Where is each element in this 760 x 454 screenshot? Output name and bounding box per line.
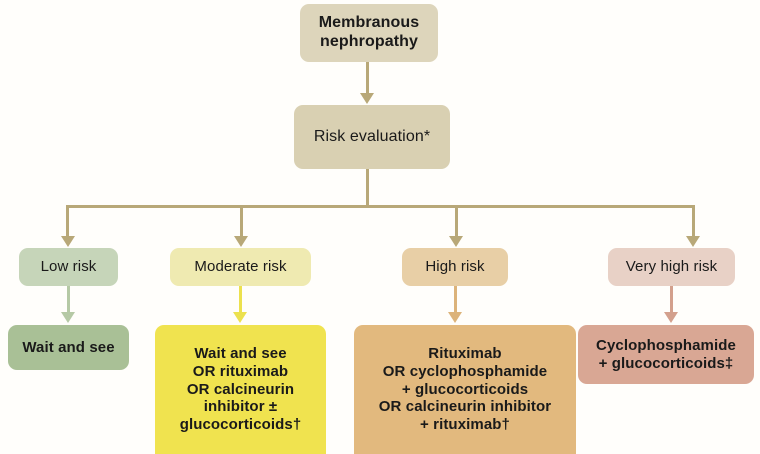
arrowhead-branch-moderate-risk [234, 236, 248, 247]
arrowhead-very-high-risk-to-treatment [664, 312, 678, 323]
node-treatment-moderate-risk[interactable]: Wait and see OR rituximab OR calcineurin… [155, 325, 326, 454]
connector-distribution-bar [66, 205, 695, 208]
node-moderate-risk[interactable]: Moderate risk [170, 248, 311, 286]
connector-moderate-risk-to-treatment [239, 286, 242, 314]
node-risk-evaluation[interactable]: Risk evaluation* [294, 105, 450, 169]
connector-root-to-risk-evaluation [366, 62, 369, 95]
node-risk-evaluation-label: Risk evaluation* [313, 127, 431, 145]
node-low-risk-label: Low risk [40, 258, 97, 276]
node-membranous-nephropathy[interactable]: Membranous nephropathy [300, 4, 438, 62]
node-treatment-high-risk[interactable]: Rituximab OR cyclophosphamide + glucocor… [354, 325, 576, 454]
node-treatment-high-risk-label: Rituximab OR cyclophosphamide + glucocor… [378, 345, 552, 434]
node-treatment-low-risk[interactable]: Wait and see [8, 325, 129, 370]
arrowhead-branch-low-risk [61, 236, 75, 247]
connector-branch-low-risk [66, 205, 69, 238]
arrowhead-low-risk-to-treatment [61, 312, 75, 323]
connector-very-high-risk-to-treatment [670, 286, 673, 314]
node-treatment-moderate-risk-label: Wait and see OR rituximab OR calcineurin… [179, 345, 302, 434]
node-treatment-low-risk-label: Wait and see [22, 338, 115, 356]
node-moderate-risk-label: Moderate risk [194, 258, 287, 276]
arrowhead-high-risk-to-treatment [448, 312, 462, 323]
connector-branch-moderate-risk [240, 205, 243, 238]
node-very-high-risk[interactable]: Very high risk [608, 248, 735, 286]
arrowhead-root-to-risk-evaluation [360, 93, 374, 104]
node-membranous-nephropathy-label: Membranous nephropathy [318, 14, 420, 50]
node-treatment-very-high-risk[interactable]: Cyclophosphamide + glucocorticoids‡ [578, 325, 754, 384]
connector-branch-very-high-risk [692, 205, 695, 238]
node-very-high-risk-label: Very high risk [625, 258, 718, 276]
connector-high-risk-to-treatment [454, 286, 457, 314]
connector-low-risk-to-treatment [67, 286, 70, 314]
arrowhead-branch-high-risk [449, 236, 463, 247]
node-low-risk[interactable]: Low risk [19, 248, 118, 286]
node-high-risk[interactable]: High risk [402, 248, 508, 286]
node-treatment-very-high-risk-label: Cyclophosphamide + glucocorticoids‡ [596, 336, 736, 372]
connector-branch-high-risk [455, 205, 458, 238]
node-high-risk-label: High risk [425, 258, 485, 276]
connector-risk-evaluation-trunk [366, 169, 369, 207]
arrowhead-branch-very-high-risk [686, 236, 700, 247]
arrowhead-moderate-risk-to-treatment [233, 312, 247, 323]
